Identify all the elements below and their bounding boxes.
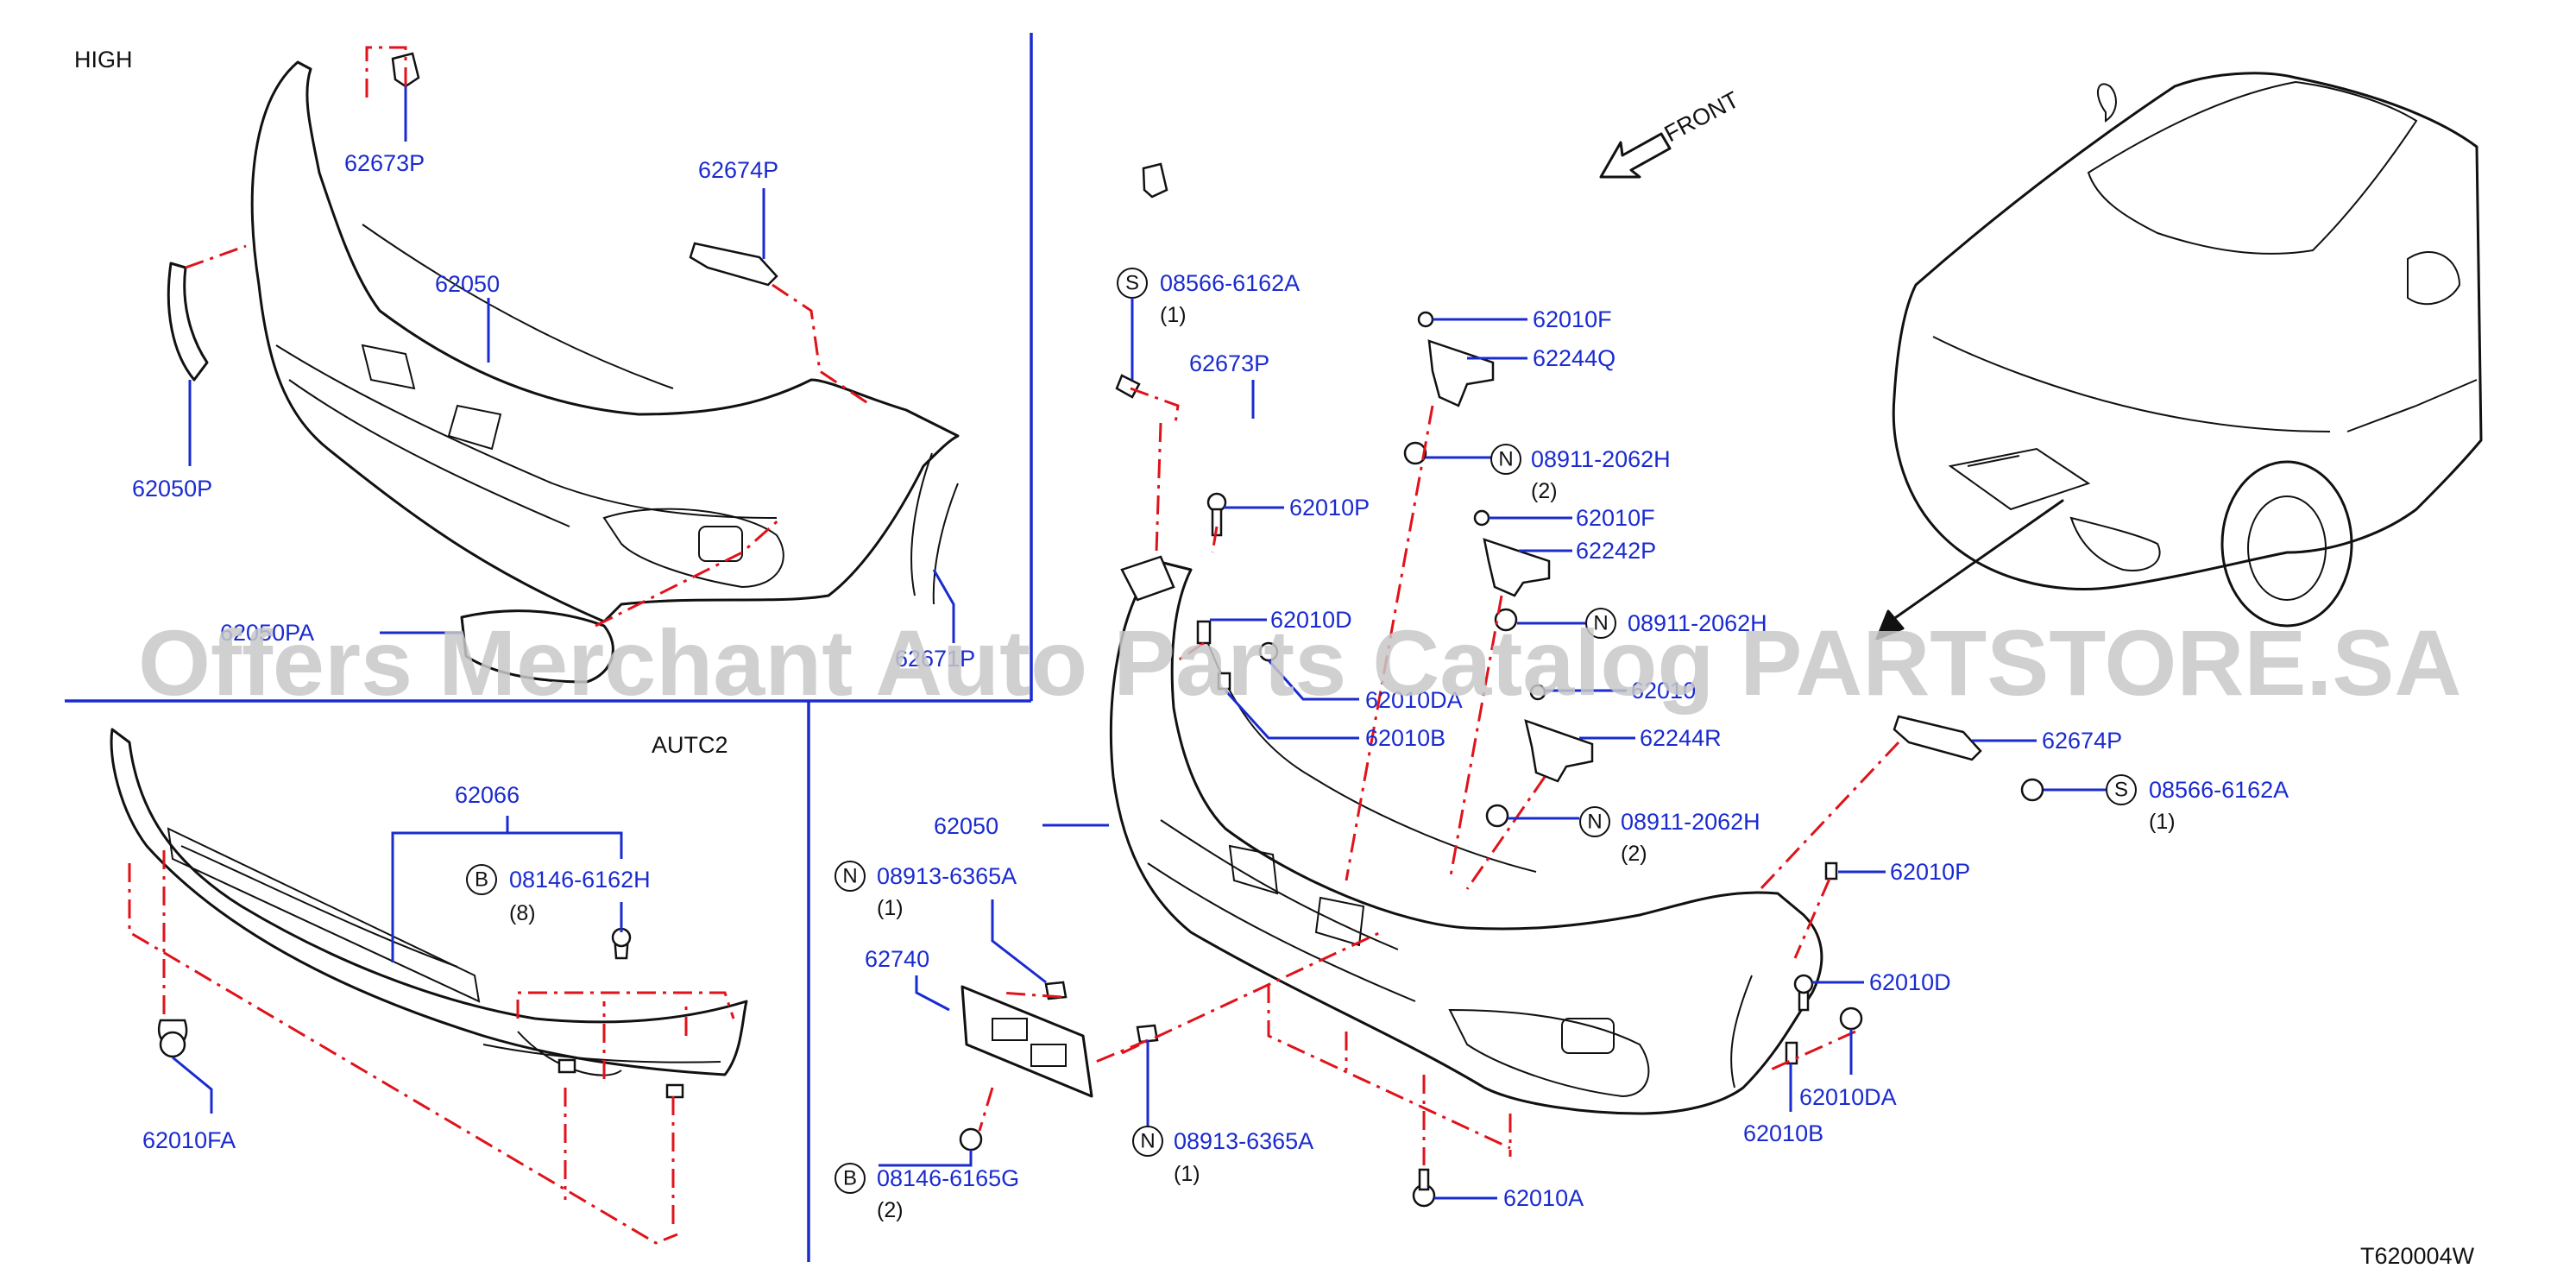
label-62010DA: 62010DA	[1365, 687, 1463, 713]
label-62010FA: 62010FA	[142, 1127, 236, 1153]
svg-text:B: B	[843, 1167, 857, 1190]
callouts-autc2: 62066 B 08146-6162H (8) 62010FA	[142, 782, 651, 1153]
label-62010P-main: 62010P	[1890, 859, 1970, 885]
callouts-high: 62673P 62674P 62050 62050P 62050PA 62671…	[132, 86, 975, 672]
svg-text:N: N	[1498, 448, 1513, 471]
watermark: Offers Merchant Auto Parts Catalog PARTS…	[138, 610, 2461, 715]
label-62740: 62740	[865, 946, 929, 972]
svg-text:S: S	[2114, 779, 2128, 802]
badge-b-08146-6165G	[835, 1163, 866, 1194]
label-08911-2062H-1: 08911-2062H	[1531, 446, 1671, 472]
qty-08566-6162A: (1)	[1160, 303, 1187, 327]
label-62010F: 62010F	[1533, 306, 1612, 332]
label-62050PA: 62050PA	[220, 620, 314, 646]
label-62010B: 62010B	[1365, 725, 1445, 751]
label-62674P: 62674P	[698, 157, 778, 183]
label-62010-c: 62010	[1631, 678, 1696, 704]
under-cover-autc2-drawing	[110, 728, 748, 1245]
diagram-code: T620004W	[2360, 1243, 2475, 1269]
label-62674P-main: 62674P	[2042, 728, 2122, 754]
qty-08146-6165G: (2)	[877, 1198, 904, 1222]
front-arrow: FRONT	[1599, 86, 1743, 179]
front-label: FRONT	[1660, 86, 1743, 147]
badge-n-08911-2062H-3	[1579, 806, 1610, 837]
vehicle-pointer-arrow	[1888, 499, 2064, 623]
label-62050: 62050	[435, 271, 500, 297]
label-62010D: 62010D	[1270, 607, 1352, 633]
svg-text:N: N	[1593, 612, 1608, 635]
label-08146-6162H: 08146-6162H	[509, 867, 651, 893]
badge-n-08913-6365A-2	[1132, 1126, 1163, 1157]
qty-08146-6162H: (8)	[509, 901, 536, 925]
label-62242P: 62242P	[1576, 538, 1656, 564]
svg-text:N: N	[1587, 811, 1602, 834]
label-62673P-main: 62673P	[1189, 350, 1269, 376]
badge-n-08911-2062H-2	[1585, 608, 1616, 639]
label-08911-2062H-3: 08911-2062H	[1621, 809, 1760, 835]
qty-08913-6365A-2: (1)	[1174, 1162, 1200, 1186]
label-62671P: 62671P	[895, 646, 975, 672]
badge-n-08911-2062H-1	[1490, 444, 1521, 475]
svg-text:N: N	[1140, 1130, 1155, 1153]
label-08911-2062H-2: 08911-2062H	[1628, 610, 1767, 636]
label-08566-6162A-2: 08566-6162A	[2149, 777, 2289, 803]
svg-text:B: B	[475, 868, 488, 892]
label-62244R: 62244R	[1640, 725, 1722, 751]
label-62010P: 62010P	[1289, 495, 1370, 521]
label-62244Q: 62244Q	[1533, 345, 1616, 371]
badge-s-08566-6162A-2	[2106, 774, 2137, 805]
section-title-autc2: AUTC2	[652, 732, 728, 758]
svg-text:N: N	[842, 865, 857, 888]
label-62066: 62066	[455, 782, 520, 808]
label-62010DA-main: 62010DA	[1799, 1084, 1897, 1110]
label-62050P: 62050P	[132, 476, 212, 502]
label-08566-6162A: 08566-6162A	[1160, 270, 1300, 296]
callouts-main: S 08566-6162A (1) 62673P 62010P 62010D 6…	[835, 268, 2289, 1222]
svg-text:S: S	[1125, 272, 1139, 295]
qty-08911-2062H-1: (2)	[1531, 479, 1558, 503]
label-08146-6165G: 08146-6165G	[877, 1165, 1019, 1191]
label-62010F-2: 62010F	[1576, 505, 1655, 531]
label-08913-6365A-2: 08913-6365A	[1174, 1128, 1313, 1154]
badge-b-08146-6162H	[466, 864, 497, 895]
label-62050-main: 62050	[934, 813, 998, 839]
badge-n-08913-6365A-1	[835, 861, 866, 892]
qty-08911-2062H-3: (2)	[1621, 842, 1647, 866]
label-62010D-main: 62010D	[1869, 969, 1951, 995]
qty-08566-6162A-2: (1)	[2149, 810, 2176, 834]
panel-dividers	[65, 33, 1033, 1262]
vehicle-illustration	[1875, 72, 2483, 640]
front-arrow-icon	[1599, 132, 1672, 179]
qty-08913-6365A-1: (1)	[877, 896, 904, 920]
label-62010A: 62010A	[1503, 1185, 1584, 1211]
label-62010B-main: 62010B	[1743, 1120, 1823, 1146]
bumper-main-drawing	[959, 162, 2044, 1208]
section-title-high: HIGH	[74, 47, 133, 73]
bumper-high-drawing	[167, 46, 960, 684]
label-08913-6365A-1: 08913-6365A	[877, 863, 1017, 889]
label-62673P: 62673P	[344, 150, 425, 176]
